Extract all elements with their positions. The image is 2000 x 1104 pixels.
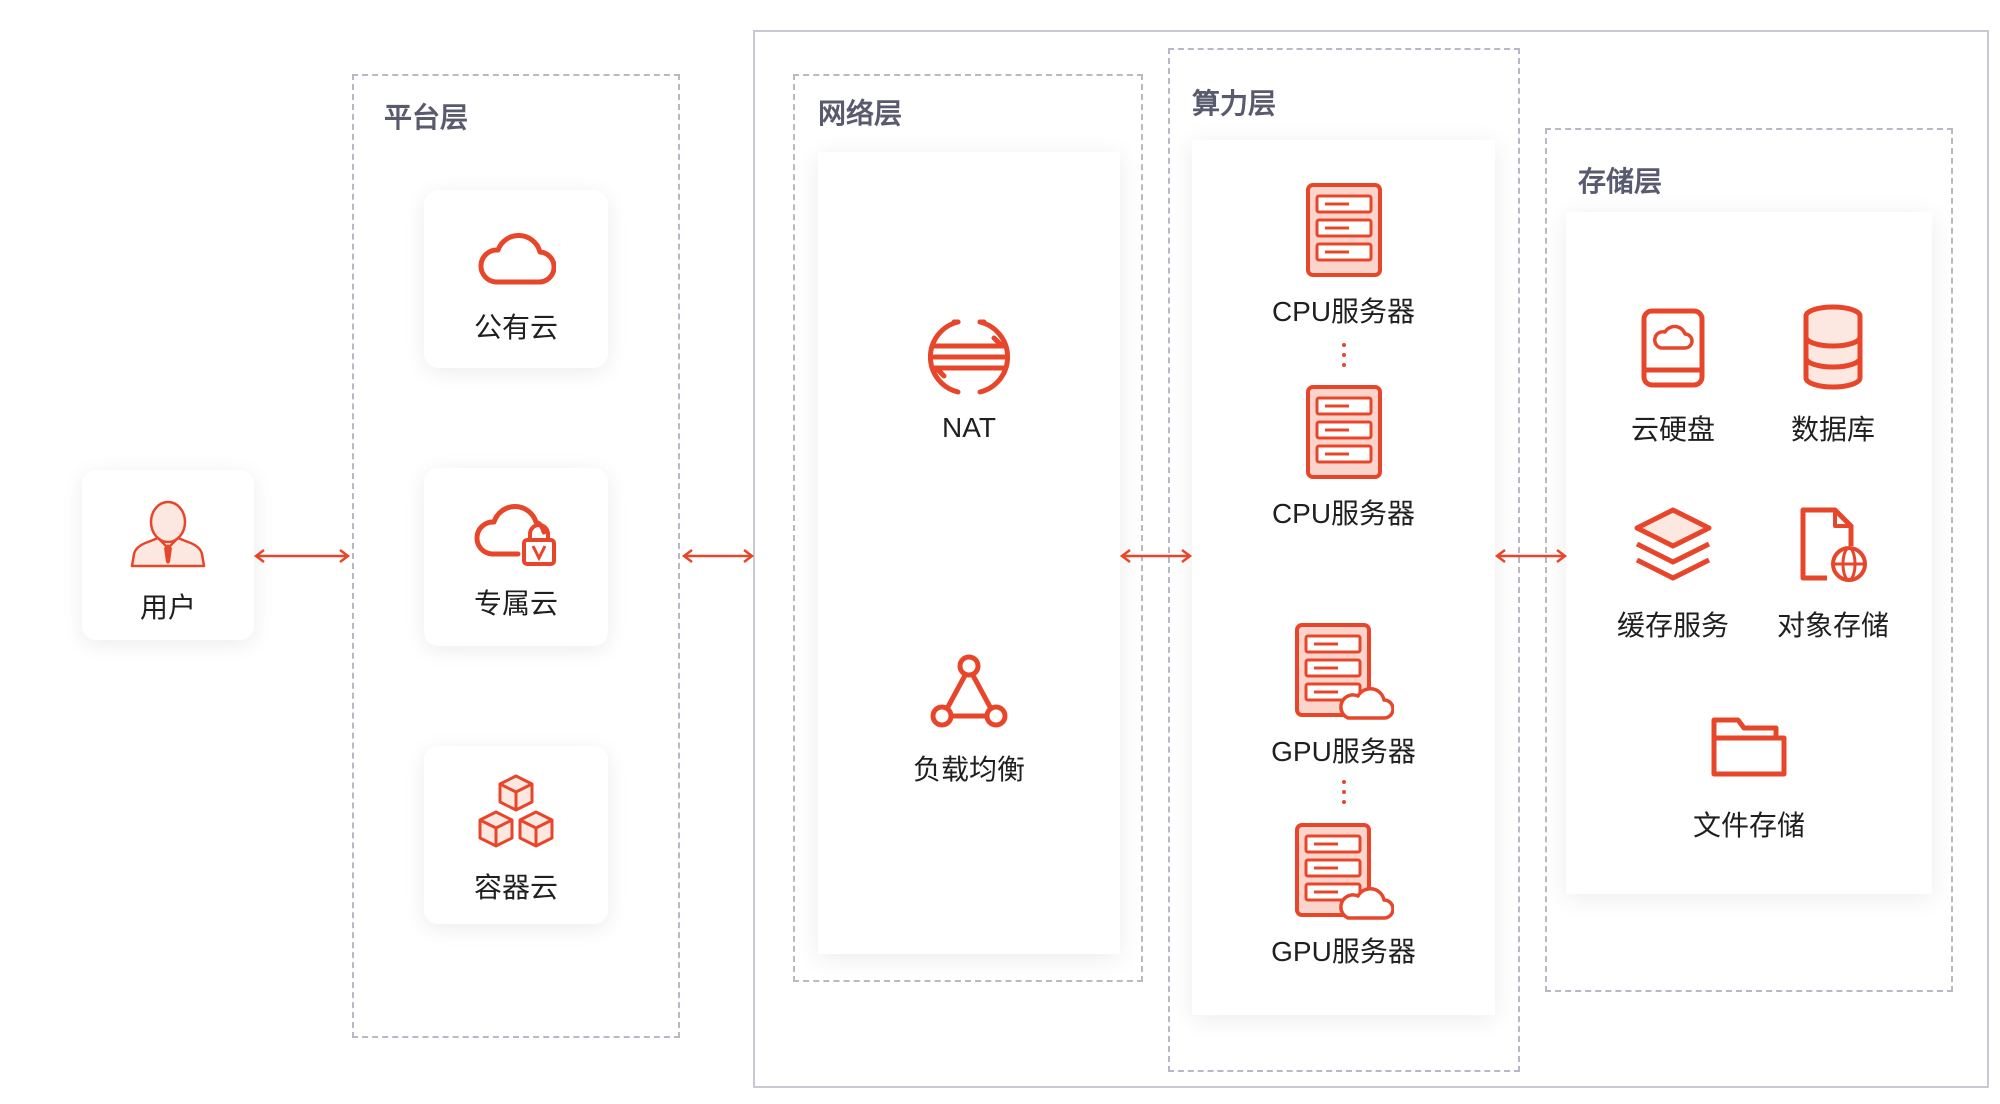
cloud-disk-item[interactable]: 云硬盘 [1608,308,1738,448]
cubes-icon [478,774,554,848]
cpu-server-1[interactable]: CPU服务器 [1192,182,1495,330]
storage-layer-box [1545,128,1953,992]
user-label: 用户 [139,592,196,623]
network-layer-box [793,74,1143,982]
file-globe-icon [1800,507,1867,582]
compute-layer-title: 算力层 [1192,88,1277,119]
user-icon [130,500,206,568]
folder-icon [1711,717,1787,777]
compute-layer-box [1168,48,1520,1072]
cache-service-item[interactable]: 缓存服务 [1598,506,1748,644]
arrow-network-compute [1119,549,1193,563]
public-cloud-card[interactable]: 公有云 [424,190,608,368]
object-storage-label: 对象存储 [1776,610,1889,641]
file-storage-label: 文件存储 [1692,810,1805,841]
cpu-server-1-label: CPU服务器 [1271,296,1416,327]
server-icon [1305,385,1382,479]
user-card: 用户 [82,470,254,640]
load-balance-label: 负载均衡 [912,754,1025,785]
cloud-disk-icon [1641,308,1705,388]
gpu-server-2-label: GPU服务器 [1271,936,1416,967]
right-group-frame [753,30,1989,1088]
container-cloud-label: 容器云 [473,872,558,903]
cloud-icon [478,232,556,285]
server-cloud-icon [1294,623,1394,720]
database-icon [1803,304,1863,390]
ellipsis-dots [1342,780,1346,810]
cpu-server-2-label: CPU服务器 [1271,498,1416,529]
private-cloud-card[interactable]: 专属云 [424,468,608,646]
server-icon [1305,183,1382,277]
private-cloud-label: 专属云 [473,588,558,619]
arrow-user-platform [253,549,351,563]
storage-panel [1566,212,1932,894]
platform-layer-title: 平台层 [384,102,469,133]
arrow-compute-storage [1494,549,1568,563]
object-storage-item[interactable]: 对象存储 [1758,506,1908,644]
cloud-lock-icon [474,504,556,566]
load-balance-icon [930,654,1008,728]
nat-item[interactable]: NAT [818,316,1120,444]
gpu-server-1-label: GPU服务器 [1271,736,1416,767]
cpu-server-2[interactable]: CPU服务器 [1192,384,1495,532]
nat-label: NAT [942,412,996,443]
layers-icon [1634,507,1712,581]
cloud-disk-label: 云硬盘 [1630,414,1715,445]
cache-service-label: 缓存服务 [1616,610,1729,641]
ellipsis-dots [1342,343,1346,373]
arrow-platform-network [681,549,755,563]
server-cloud-icon [1294,823,1394,920]
database-label: 数据库 [1790,414,1875,445]
storage-layer-title: 存储层 [1578,166,1663,197]
nat-icon [928,319,1010,395]
gpu-server-1[interactable]: GPU服务器 [1192,622,1495,770]
file-storage-item[interactable]: 文件存储 [1674,714,1824,844]
database-item[interactable]: 数据库 [1768,304,1898,448]
public-cloud-label: 公有云 [473,312,558,343]
container-cloud-card[interactable]: 容器云 [424,746,608,924]
network-panel [818,152,1120,954]
gpu-server-2[interactable]: GPU服务器 [1192,822,1495,970]
load-balance-item[interactable]: 负载均衡 [818,652,1120,788]
network-layer-title: 网络层 [818,98,903,129]
platform-layer-box [352,74,680,1038]
